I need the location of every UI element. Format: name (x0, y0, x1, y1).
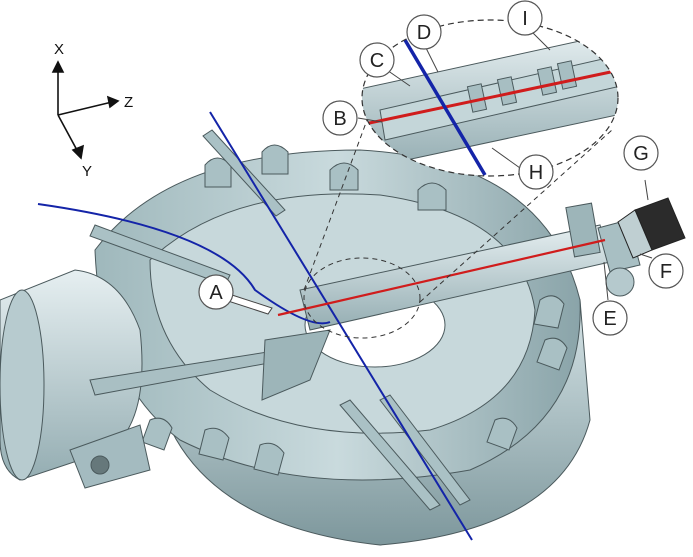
svg-text:I: I (522, 8, 528, 30)
bracket-hole (90, 455, 110, 475)
zoom-brackets (466, 60, 578, 113)
callout-g: G (623, 135, 659, 171)
zoom-inset (361, 19, 619, 177)
svg-text:B: B (333, 108, 346, 130)
detector-module (617, 197, 686, 259)
svg-text:E: E (603, 308, 616, 330)
callout-e: E (592, 300, 628, 336)
svg-text:F: F (660, 261, 672, 283)
svg-text:C: C (370, 50, 384, 72)
zoom-border (361, 19, 619, 177)
callout-i: I (507, 0, 543, 36)
lower-arm-1 (339, 399, 441, 511)
center-support (261, 329, 331, 401)
zoom-red-line (362, 68, 618, 127)
svg-text:D: D (417, 22, 431, 44)
upper-arm (202, 129, 286, 217)
callout-f: F (648, 253, 684, 289)
callout-b: B (322, 100, 358, 136)
axis-label-z: Z (124, 94, 133, 111)
red-beam-line (277, 238, 606, 317)
zoom-guide-lines (303, 111, 613, 303)
blue-line-steep (209, 111, 473, 541)
lower-arm-2 (379, 394, 471, 506)
svg-text:H: H (529, 162, 543, 184)
blue-line-curve (37, 203, 331, 325)
axis-label-y: Y (82, 163, 92, 180)
callout-h: H (518, 154, 554, 190)
callout-a: A (198, 274, 234, 310)
left-port-mouth (0, 289, 45, 481)
coordinate-axes (51, 60, 120, 160)
blue-beam-lines (37, 111, 473, 541)
highlight-ellipse (303, 257, 421, 339)
callout-d: D (406, 14, 442, 50)
svg-text:A: A (209, 282, 223, 304)
zoom-blue-line (403, 39, 487, 176)
rim-flanges (141, 144, 568, 476)
callout-c: C (359, 42, 395, 78)
vacuum-chamber (0, 129, 641, 546)
axis-label-x: X (54, 41, 64, 58)
lower-right-knob (605, 267, 635, 297)
bottom-bracket (69, 424, 151, 489)
svg-text:G: G (633, 143, 649, 165)
y-axis-arrow (57, 114, 79, 153)
z-axis-arrow (57, 101, 113, 116)
